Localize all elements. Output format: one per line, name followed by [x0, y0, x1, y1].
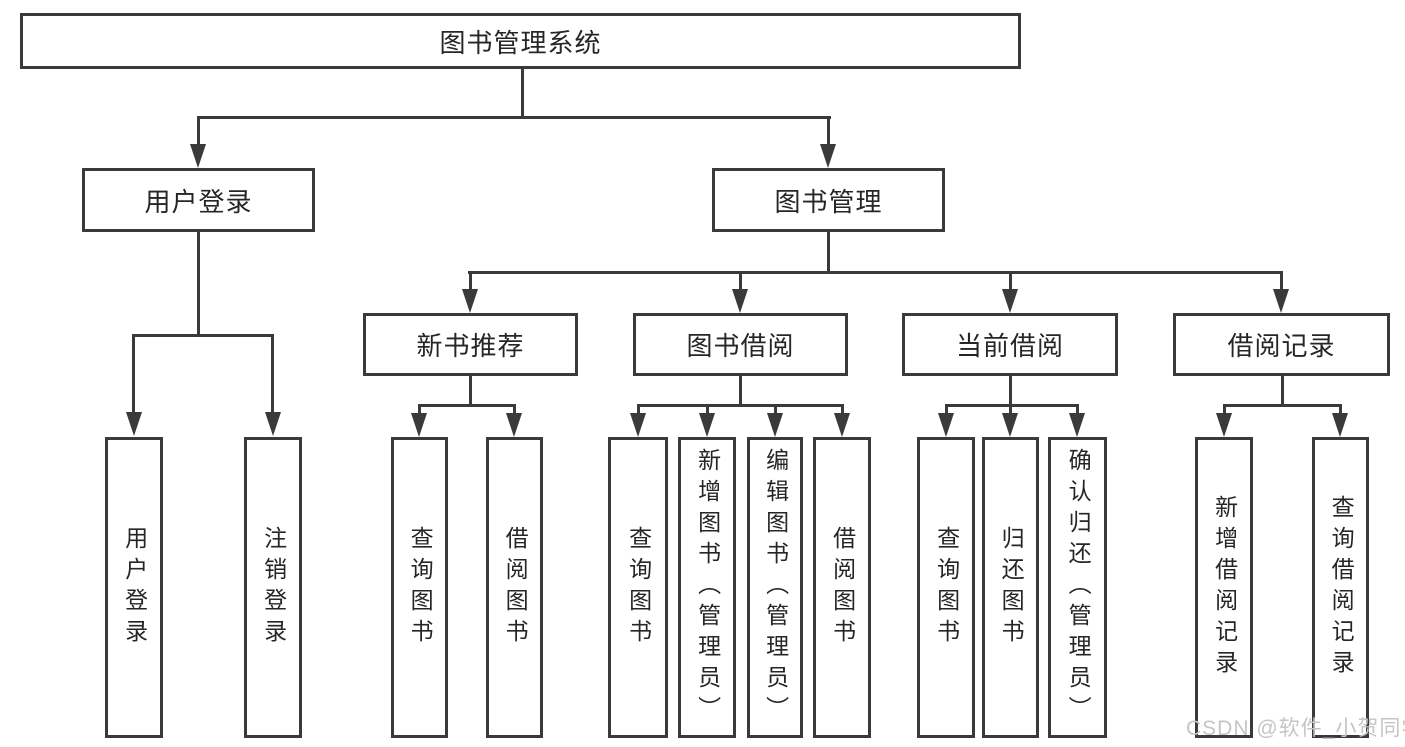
node-label: 当前借阅 [955, 331, 1064, 361]
node-label: 借阅记录 [1227, 331, 1336, 361]
leaf-label: 新增图书（管理员） [694, 448, 721, 727]
arrow-down-icon [1002, 289, 1018, 313]
leaf-confirm-return-admin: 确认归还（管理员） [1048, 437, 1107, 738]
arrow-down-icon [767, 413, 783, 437]
leaf-user-login: 用户登录 [105, 437, 163, 738]
arrow-down-icon [126, 412, 142, 436]
connector-line [945, 404, 948, 414]
connector-line [271, 334, 274, 412]
leaf-label: 确认归还（管理员） [1065, 448, 1092, 727]
connector-line [1009, 271, 1012, 289]
leaf-add-borrow-record: 新增借阅记录 [1195, 437, 1253, 738]
connector-line [1339, 404, 1342, 414]
node-label: 图书借阅 [686, 331, 795, 361]
leaf-logout-login: 注销登录 [244, 437, 302, 738]
connector-line [197, 232, 200, 336]
connector-line [132, 334, 274, 337]
connector-line [132, 334, 135, 412]
arrow-down-icon [190, 144, 206, 168]
arrow-down-icon [938, 413, 954, 437]
connector-line [1281, 376, 1284, 406]
leaf-label: 查询图书 [407, 525, 434, 650]
leaf-label: 归还图书 [998, 525, 1025, 650]
connector-line [469, 376, 472, 406]
connector-line [1009, 404, 1012, 414]
arrow-down-icon [462, 289, 478, 313]
leaf-query-books-borrowing: 查询图书 [608, 437, 668, 738]
connector-line [774, 404, 777, 414]
leaf-label: 注销登录 [260, 525, 287, 650]
connector-line [827, 116, 830, 146]
arrow-down-icon [411, 413, 427, 437]
node-new-book-recommend: 新书推荐 [363, 313, 578, 376]
arrow-down-icon [699, 413, 715, 437]
leaf-label: 借阅图书 [829, 525, 856, 650]
connector-line [1009, 376, 1012, 406]
leaf-query-borrow-record: 查询借阅记录 [1312, 437, 1369, 738]
connector-line [197, 116, 831, 119]
leaf-borrow-books-recommend: 借阅图书 [486, 437, 543, 738]
connector-line [1223, 404, 1226, 414]
arrow-down-icon [1332, 413, 1348, 437]
leaf-label: 借阅图书 [502, 525, 529, 650]
connector-line [418, 404, 421, 414]
arrow-down-icon [1273, 289, 1289, 313]
arrow-down-icon [630, 413, 646, 437]
connector-line [418, 404, 516, 407]
connector-line [945, 404, 1079, 407]
connector-line [513, 404, 516, 414]
connector-line [841, 404, 844, 414]
node-current-borrowing: 当前借阅 [902, 313, 1118, 376]
leaf-add-books-admin: 新增图书（管理员） [678, 437, 736, 738]
connector-line [468, 271, 1283, 274]
leaf-label: 查询图书 [933, 525, 960, 650]
leaf-label: 新增借阅记录 [1211, 494, 1238, 681]
arrow-down-icon [820, 144, 836, 168]
connector-line [1280, 271, 1283, 289]
leaf-edit-books-admin: 编辑图书（管理员） [747, 437, 803, 738]
arrow-down-icon [732, 289, 748, 313]
node-label: 新书推荐 [416, 331, 525, 361]
connector-line [739, 271, 742, 289]
arrow-down-icon [1069, 413, 1085, 437]
node-label: 用户登录 [144, 186, 253, 217]
arrow-down-icon [265, 412, 281, 436]
node-root: 图书管理系统 [20, 13, 1021, 69]
connector-line [197, 116, 200, 146]
leaf-query-books-current: 查询图书 [917, 437, 975, 738]
node-user-login: 用户登录 [82, 168, 315, 232]
connector-line [1076, 404, 1079, 414]
node-borrowing-records: 借阅记录 [1173, 313, 1390, 376]
connector-line [827, 232, 830, 274]
connector-line [706, 404, 709, 414]
arrow-down-icon [834, 413, 850, 437]
connector-line [1223, 404, 1342, 407]
connector-line [637, 404, 844, 407]
connector-line [521, 69, 524, 118]
leaf-return-books: 归还图书 [982, 437, 1039, 738]
node-book-management: 图书管理 [712, 168, 945, 232]
node-label: 图书管理 [774, 186, 883, 217]
arrow-down-icon [1002, 413, 1018, 437]
connector-line [739, 376, 742, 406]
node-label: 图书管理系统 [439, 27, 602, 58]
leaf-label: 查询借阅记录 [1328, 494, 1355, 681]
connector-line [637, 404, 640, 414]
leaf-borrow-books-borrowing: 借阅图书 [813, 437, 871, 738]
leaf-label: 查询图书 [625, 525, 652, 650]
arrow-down-icon [506, 413, 522, 437]
node-book-borrowing: 图书借阅 [633, 313, 848, 376]
arrow-down-icon [1216, 413, 1232, 437]
connector-line [469, 271, 472, 289]
leaf-label: 编辑图书（管理员） [762, 448, 789, 727]
leaf-query-books-recommend: 查询图书 [391, 437, 448, 738]
watermark: CSDN @软件_小贺同学 [1186, 717, 1405, 740]
leaf-label: 用户登录 [121, 525, 148, 650]
